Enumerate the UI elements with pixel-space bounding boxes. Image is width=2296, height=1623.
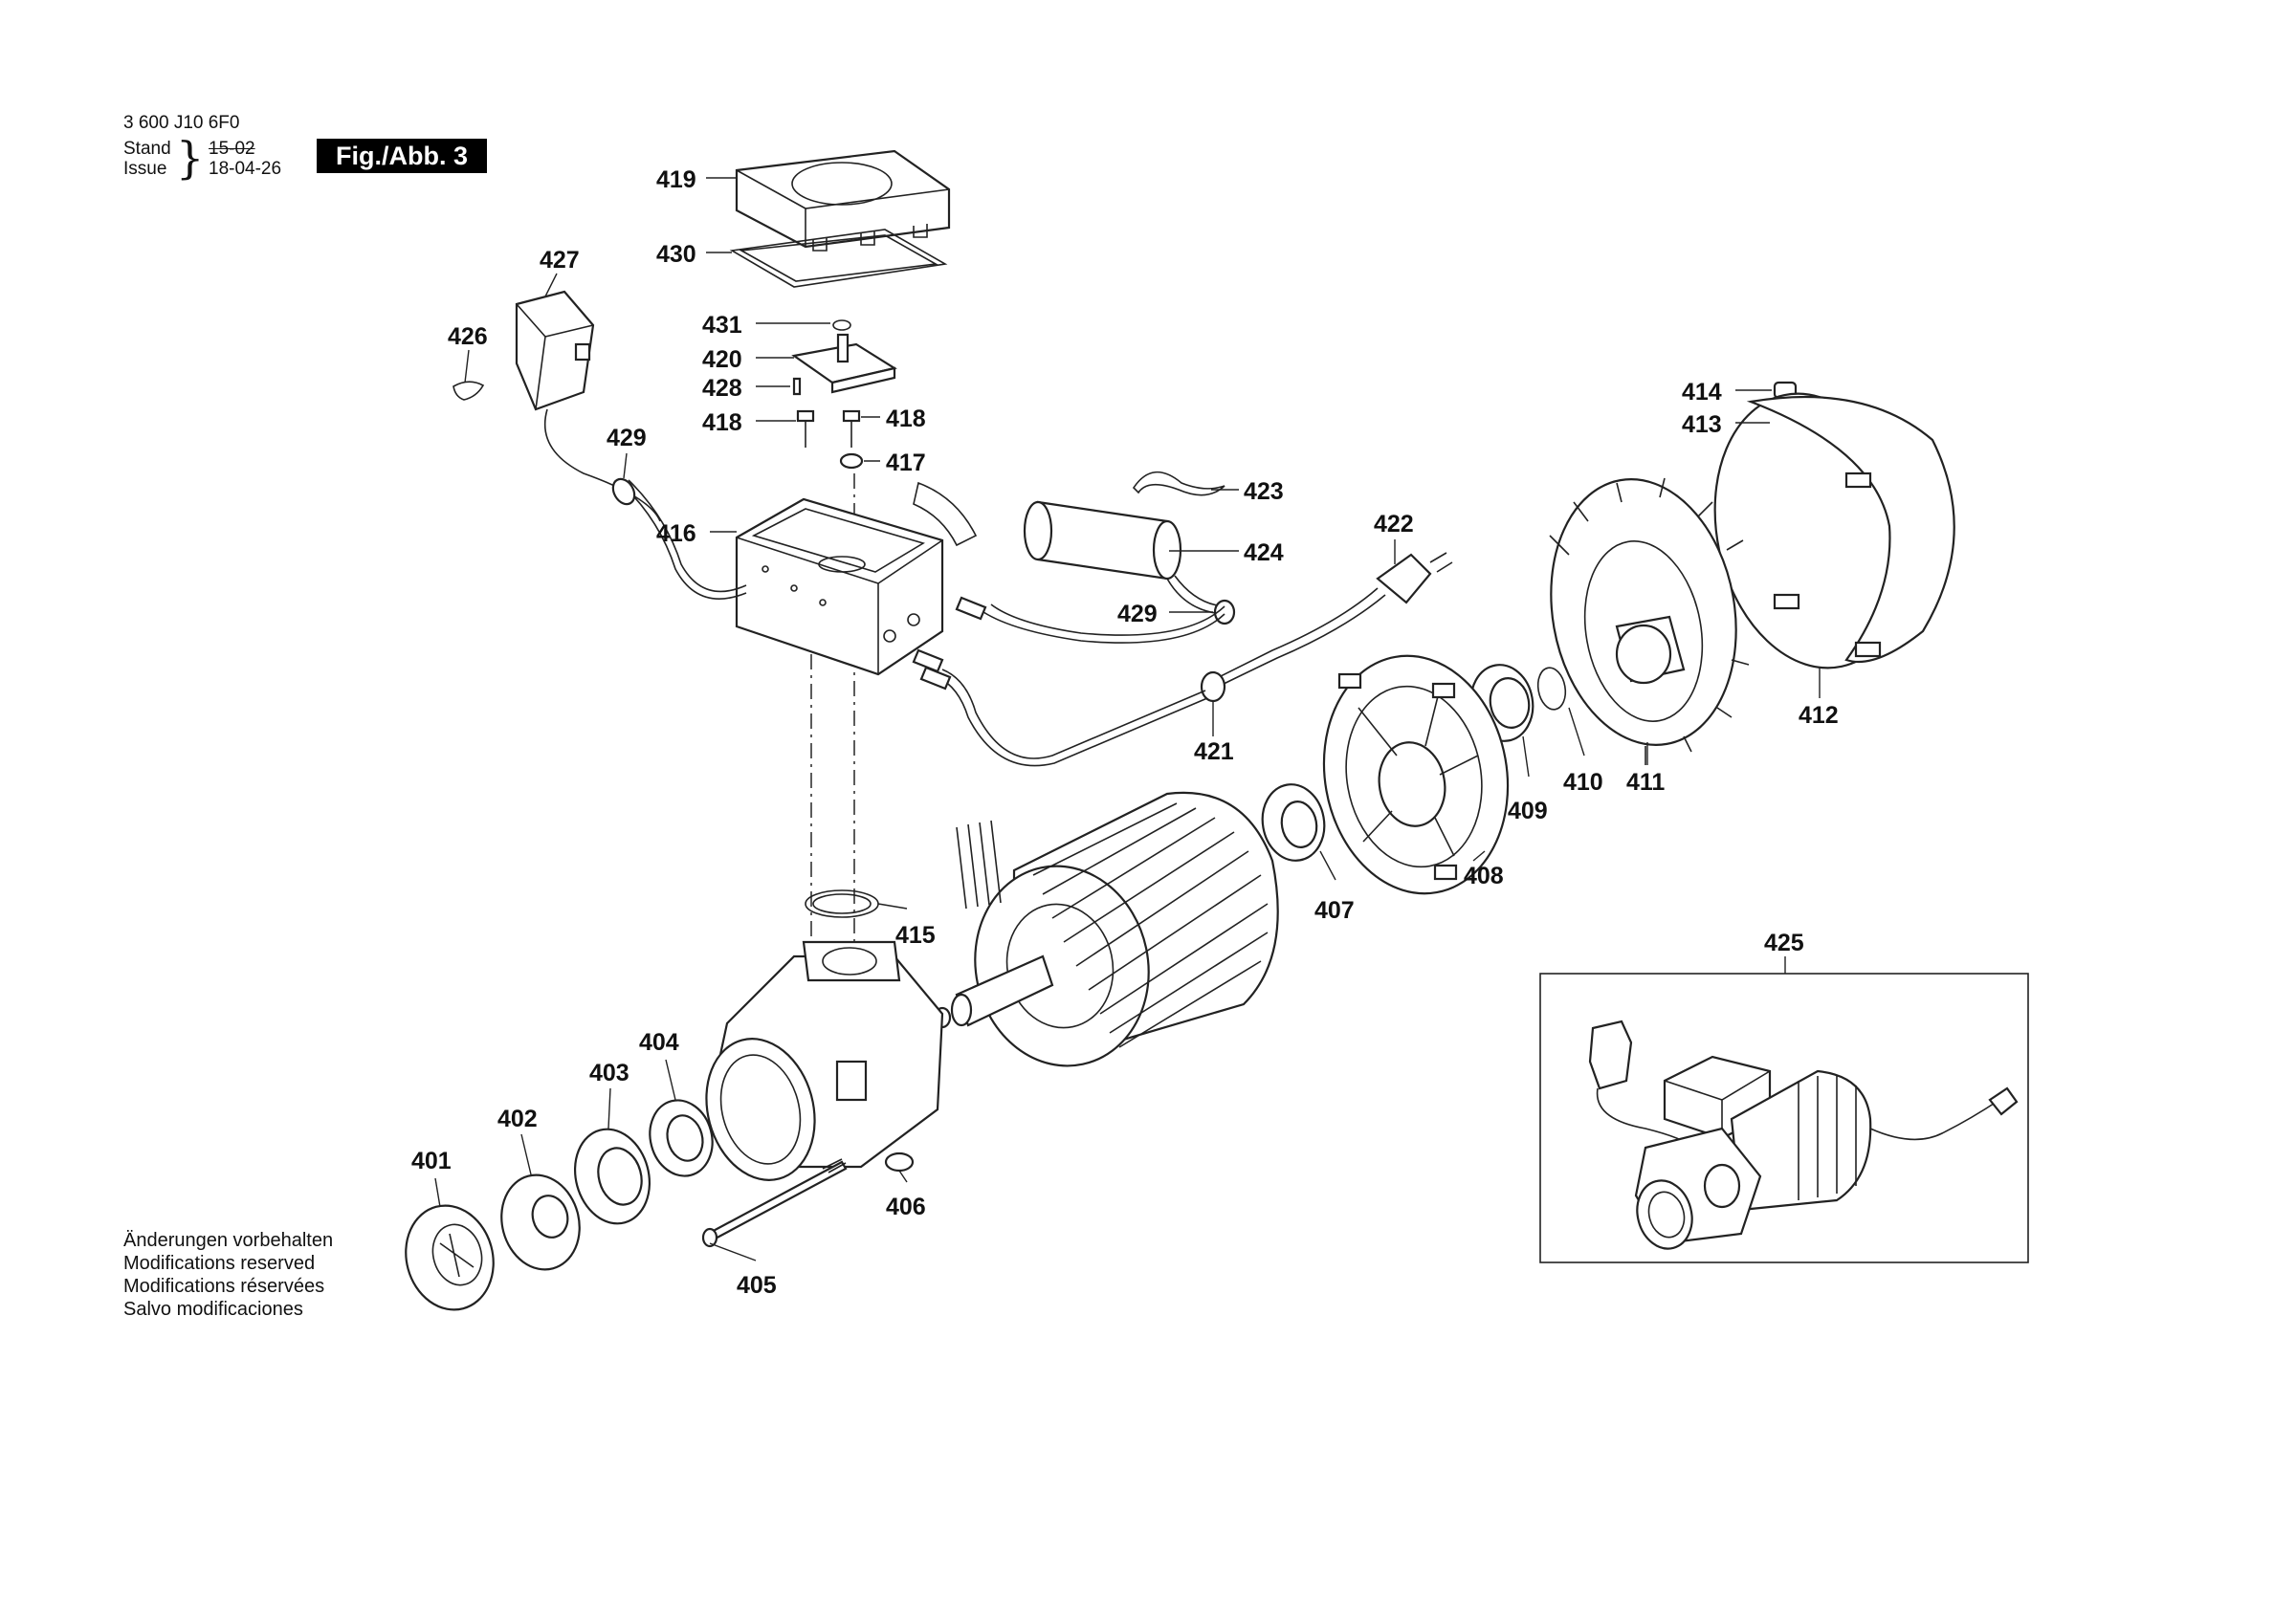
issue-label: Issue — [123, 159, 167, 179]
part-label-413: 413 — [1682, 411, 1722, 438]
fan-impeller-part — [1549, 477, 1750, 765]
cover-gasket-part — [729, 229, 948, 288]
part-label-403: 403 — [589, 1060, 629, 1086]
terminal-cover-part — [735, 149, 951, 252]
leader-lines — [434, 177, 1821, 1261]
note-en: Modifications reserved — [123, 1253, 316, 1274]
note-de: Änderungen vorbehalten — [123, 1230, 334, 1251]
part-label-402: 402 — [497, 1106, 538, 1132]
part-label-408: 408 — [1464, 863, 1504, 889]
part-label-416: 416 — [656, 520, 696, 547]
part-label-429-middle: 429 — [1117, 601, 1158, 627]
issue-date: 18-04-26 — [209, 159, 282, 179]
tie-rod-thread — [822, 1158, 847, 1173]
part-label-425: 425 — [1764, 930, 1804, 956]
part-label-404: 404 — [639, 1029, 679, 1056]
motor-stator-part — [956, 791, 1279, 1067]
part-label-405: 405 — [737, 1272, 777, 1299]
part-label-415: 415 — [895, 922, 936, 949]
fan-cover-part — [1713, 392, 1955, 669]
part-label-426: 426 — [448, 323, 488, 350]
part-label-419: 419 — [656, 166, 696, 193]
part-label-431: 431 — [702, 312, 742, 339]
small-screw-part — [792, 377, 802, 396]
part-label-428: 428 — [702, 375, 742, 402]
part-label-418-right: 418 — [886, 406, 926, 432]
o-ring-415-inner — [812, 893, 872, 914]
stand-date: 15-02 — [209, 139, 255, 159]
clip-426-part — [453, 381, 485, 401]
assembly-inset-frame — [1539, 973, 2029, 1263]
impeller-402-part — [500, 1173, 581, 1271]
part-label-406: 406 — [886, 1194, 926, 1220]
screws-418-part — [796, 409, 861, 448]
bearing-407-part — [1261, 783, 1326, 862]
washer-417-part — [839, 452, 864, 470]
power-cable-part — [912, 552, 1453, 767]
terminal-box-part — [735, 481, 978, 676]
note-es: Salvo modificaciones — [123, 1299, 303, 1320]
complete-pump-assembly — [1588, 1020, 2019, 1250]
cable-clamp-plate-part — [791, 333, 897, 394]
part-label-407: 407 — [1314, 897, 1355, 924]
brace-symbol: } — [176, 132, 205, 184]
part-label-423: 423 — [1244, 478, 1284, 505]
diffuser-401-part — [405, 1204, 495, 1311]
part-label-409: 409 — [1508, 798, 1548, 824]
part-label-430: 430 — [656, 241, 696, 268]
shaft-seal-404-part — [649, 1099, 714, 1177]
part-label-421: 421 — [1194, 738, 1234, 765]
part-label-401: 401 — [411, 1148, 452, 1174]
part-label-411: 411 — [1626, 769, 1665, 796]
part-label-424: 424 — [1244, 539, 1284, 566]
pump-housing-part — [705, 940, 944, 1181]
part-label-420: 420 — [702, 346, 742, 373]
part-label-410: 410 — [1563, 769, 1603, 796]
part-label-412: 412 — [1799, 702, 1839, 729]
part-label-417: 417 — [886, 450, 926, 476]
tie-rod-head — [701, 1227, 718, 1248]
capacitor-part — [955, 500, 1236, 644]
part-label-429-top: 429 — [607, 425, 647, 451]
figure-label: Fig./Abb. 3 — [317, 139, 487, 173]
pressure-switch-part — [515, 290, 661, 522]
note-fr: Modifications réservées — [123, 1276, 325, 1297]
part-label-427: 427 — [540, 247, 580, 274]
part-label-422: 422 — [1374, 511, 1414, 537]
part-label-418-left: 418 — [702, 409, 742, 436]
stand-label: Stand — [123, 139, 171, 159]
motor-shaft-part — [933, 954, 1054, 1029]
capacitor-strap-part — [1132, 471, 1225, 496]
pressure-switch-cable — [611, 477, 747, 600]
part-label-414: 414 — [1682, 379, 1722, 406]
small-o-ring-part — [832, 319, 851, 331]
end-shield-part — [1322, 654, 1510, 895]
document-code: 3 600 J10 6F0 — [123, 113, 240, 133]
circlip-410-part — [1536, 667, 1567, 711]
bearing-403-part — [573, 1128, 651, 1225]
